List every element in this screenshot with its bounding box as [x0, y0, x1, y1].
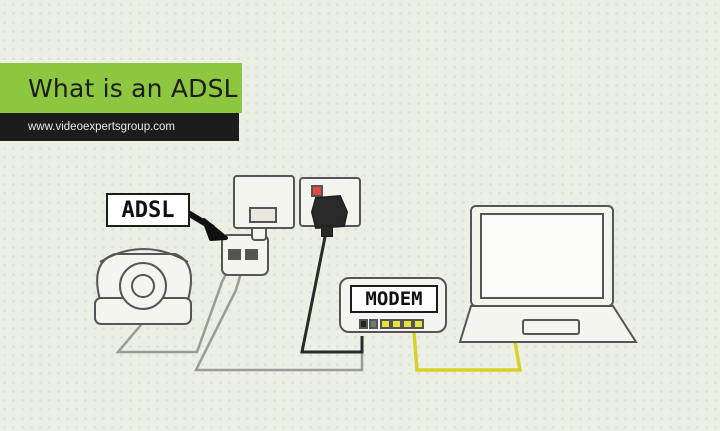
arrow-icon	[186, 210, 228, 241]
adsl-label: ADSL	[106, 193, 190, 227]
phone-cable	[115, 265, 364, 372]
title-banner: What is an ADSL	[0, 63, 242, 113]
wall-socket-icon	[233, 175, 295, 229]
power-plug-icon	[310, 194, 349, 237]
modem-label: MODEM	[350, 285, 438, 313]
telephone-icon	[94, 248, 192, 325]
ethernet-cable	[412, 331, 523, 372]
url-banner: www.videoexpertsgroup.com	[0, 113, 239, 141]
power-cable	[300, 231, 364, 354]
laptop-icon	[458, 205, 638, 343]
splitter-icon	[221, 221, 269, 276]
website-url: www.videoexpertsgroup.com	[28, 121, 176, 133]
page-title: What is an ADSL	[28, 73, 238, 103]
